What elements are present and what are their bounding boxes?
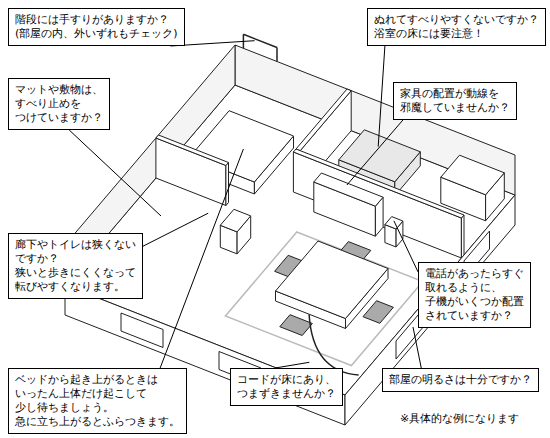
- callout-box: コードが床にあり、 つまずきませんか？: [230, 368, 343, 406]
- callout-text: 廊下やトイレは狭くない ですか？ 狭いと歩きにくくなって 転びやすくなります。: [15, 238, 136, 294]
- callout-text: ベッドから起き上がるときは いったん上体だけ起こして 少し待ちましょう。 急に立…: [15, 373, 180, 429]
- callout-box: ベッドから起き上がるときは いったん上体だけ起こして 少し待ちましょう。 急に立…: [8, 368, 187, 434]
- back-wall: [235, 45, 515, 195]
- callout-text: マットや敷物は、 すべり止めを つけていますか？: [15, 83, 103, 125]
- text-line: つけていますか？: [15, 111, 103, 125]
- callout-text: ぬれてすべりやすくないですか？ 浴室の床には要注意！: [374, 13, 539, 41]
- callout-text: 部屋の明るさは十分ですか？: [389, 373, 532, 387]
- note-text: ※具体的な例になります: [398, 412, 521, 426]
- shelf: [314, 173, 383, 206]
- text-line: されていますか？: [425, 309, 524, 323]
- leader-line: [143, 213, 208, 246]
- callout-text: 電話があったらすぐ 取れるように、 子機がいくつか配置 されていますか？: [425, 267, 524, 323]
- text-line: 浴室の床には要注意！: [374, 27, 539, 41]
- interior-wall: [226, 163, 229, 206]
- leader-lines: [69, 41, 421, 368]
- text-line: ベッドから起き上がるときは: [15, 373, 180, 387]
- text-line: つまずきませんか？: [237, 387, 336, 401]
- callout-box: 家具の配置が動線を 邪魔していませんか？: [393, 82, 517, 120]
- phone-stand: [385, 217, 403, 229]
- interior-wall: [296, 89, 351, 151]
- text-line: 転びやすくなります。: [15, 280, 136, 294]
- text-line: マットや敷物は、: [15, 83, 103, 97]
- handrail: [243, 34, 277, 61]
- leader-line: [378, 46, 385, 147]
- callout-text: 家具の配置が動線を 邪魔していませんか？: [400, 87, 510, 115]
- text-line: ぬれてすべりやすくないですか？: [374, 13, 539, 27]
- text-line: 邪魔していませんか？: [400, 101, 510, 115]
- leader-line: [413, 327, 421, 368]
- cushion: [363, 301, 393, 324]
- callout-box: ぬれてすべりやすくないですか？ 浴室の床には要注意！: [367, 8, 546, 46]
- callout-box: 部屋の明るさは十分ですか？: [382, 368, 539, 392]
- text-line: 取れるように、: [425, 281, 524, 295]
- callout-box: マットや敷物は、 すべり止めを つけていますか？: [8, 78, 110, 130]
- leader-line: [160, 149, 243, 368]
- callout-text: 階段には手すりがありますか？ (部屋の内、外いずれもチェック): [15, 13, 178, 41]
- text-line: 家具の配置が動線を: [400, 87, 510, 101]
- text-line: いったん上体だけ起こして: [15, 387, 180, 401]
- leader-line: [69, 130, 161, 216]
- callout-box: 廊下やトイレは狭くない ですか？ 狭いと歩きにくくなって 転びやすくなります。: [8, 233, 143, 299]
- text-line: 部屋の明るさは十分ですか？: [389, 373, 532, 387]
- floor-plan: [65, 34, 515, 425]
- callout-box: 階段には手すりがありますか？ (部屋の内、外いずれもチェック): [8, 8, 185, 46]
- text-line: コードが床にあり、: [237, 373, 336, 387]
- tv: [220, 209, 250, 232]
- text-line: 廊下やトイレは狭くない: [15, 238, 136, 252]
- text-line: 電話があったらすぐ: [425, 267, 524, 281]
- window: [121, 313, 163, 348]
- text-line: ですか？: [15, 252, 136, 266]
- kitchen-counter: [441, 155, 505, 195]
- text-line: 階段には手すりがありますか？: [15, 13, 178, 27]
- text-line: (部屋の内、外いずれもチェック): [15, 27, 178, 41]
- text-line: 狭いと歩きにくくなって: [15, 266, 136, 280]
- interior-wall: [156, 135, 229, 166]
- leader-line: [394, 221, 418, 272]
- text-line: 急に立ち上がるとふらつきます。: [15, 415, 180, 429]
- kotatsu-table: [276, 241, 389, 319]
- text-line: 子機がいくつか配置: [425, 295, 524, 309]
- callout-text: コードが床にあり、 つまずきませんか？: [237, 373, 336, 401]
- text-line: 少し待ちましょう。: [15, 401, 180, 415]
- leader-line: [347, 120, 403, 185]
- interior-wall: [461, 215, 464, 258]
- callout-box: 電話があったらすぐ 取れるように、 子機がいくつか配置 されていますか？: [418, 262, 531, 328]
- text-line: すべり止めを: [15, 97, 103, 111]
- cushion: [280, 315, 313, 336]
